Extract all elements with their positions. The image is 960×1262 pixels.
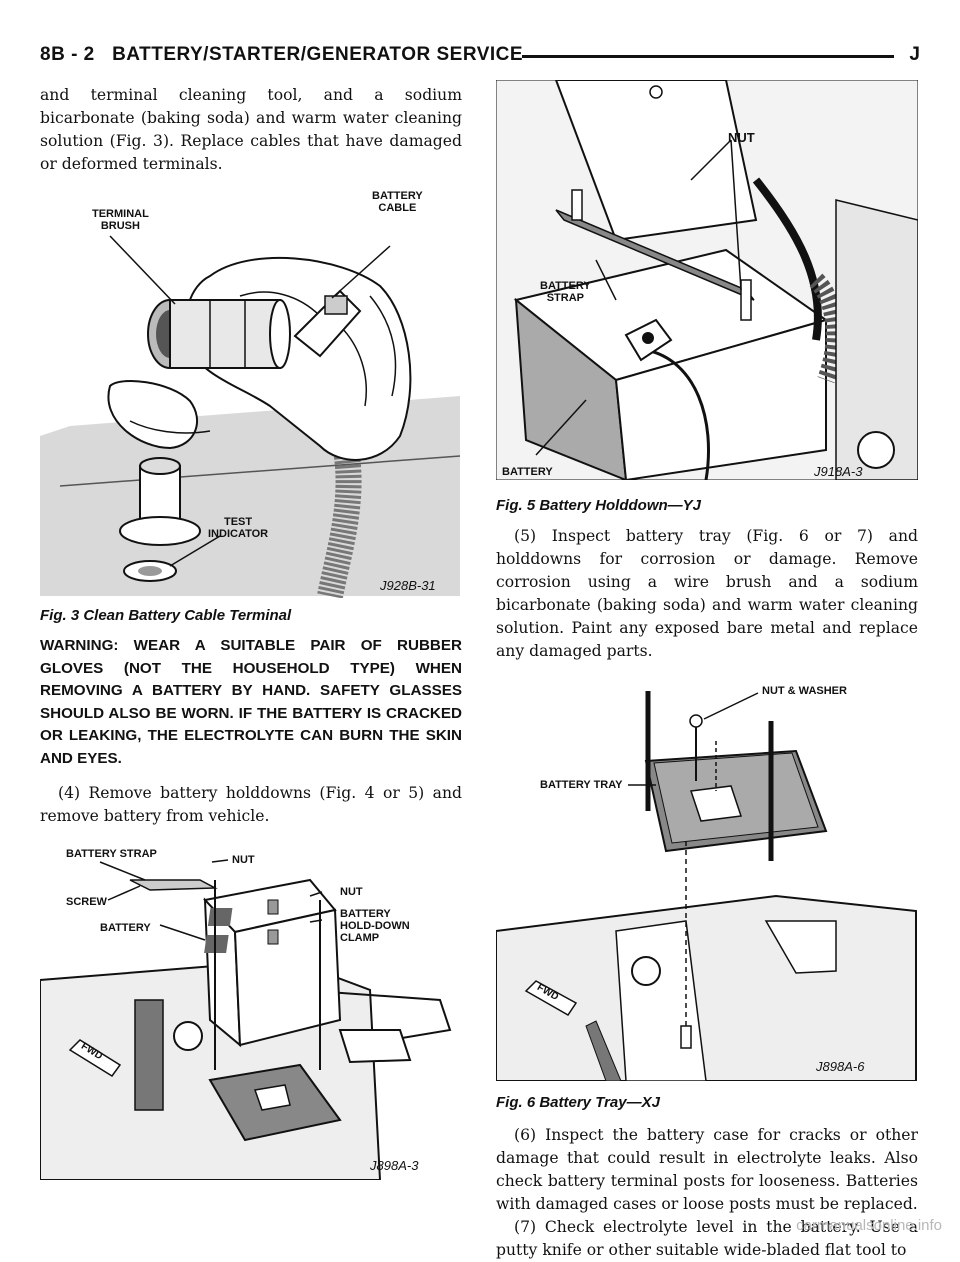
step-6: (6) Inspect the battery case for cracks …	[496, 1126, 918, 1213]
figure-3: TERMINAL BRUSH BATTERY CABLE TEST INDICA…	[40, 186, 462, 598]
fig4-code: J898A-3	[370, 1158, 419, 1173]
fig3-label-test-indicator: TEST INDICATOR	[208, 516, 269, 540]
fig4-label-nut-1: NUT	[232, 854, 255, 866]
fig6-caption: Fig. 6 Battery Tray—XJ	[496, 1094, 660, 1111]
fig5-code: J918A-3	[814, 464, 863, 479]
fig6-illustration	[496, 691, 917, 1081]
fig4-label-hold-down-clamp: BATTERY HOLD-DOWN CLAMP	[340, 908, 410, 944]
fig4-label-battery-strap: BATTERY STRAP	[66, 848, 157, 860]
figure-6: NUT & WASHER BATTERY TRAY FWD J898A-6	[496, 681, 918, 1081]
fig5-label-nut: NUT	[728, 130, 755, 145]
fig3-code: J928B-31	[380, 578, 436, 593]
fig3-label-terminal-brush: TERMINAL BRUSH	[92, 208, 149, 232]
fig5-label-battery: BATTERY	[502, 466, 553, 478]
edition-letter: J	[909, 44, 920, 65]
fig4-label-screw: SCREW	[66, 896, 107, 908]
fig3-label-battery-cable: BATTERY CABLE	[372, 190, 423, 214]
fig5-illustration	[496, 80, 918, 480]
section-title: 8B - 2 BATTERY/STARTER/GENERATOR SERVICE	[40, 44, 524, 65]
fig5-caption: Fig. 5 Battery Holddown—YJ	[496, 497, 702, 514]
figure-4: BATTERY STRAP SCREW BATTERY NUT NUT BATT…	[40, 840, 462, 1180]
left-column: and terminal cleaning tool, and a sodium…	[40, 84, 462, 1181]
fig4-label-battery: BATTERY	[100, 922, 151, 934]
fig6-code: J898A-6	[816, 1059, 865, 1074]
page-header: 8B - 2 BATTERY/STARTER/GENERATOR SERVICE…	[40, 44, 920, 74]
fig6-label-battery-tray: BATTERY TRAY	[540, 779, 623, 791]
intro-paragraph: and terminal cleaning tool, and a sodium…	[40, 86, 462, 173]
step-4: (4) Remove battery holddowns (Fig. 4 or …	[40, 784, 462, 825]
step-5: (5) Inspect battery tray (Fig. 6 or 7) a…	[496, 527, 918, 660]
figure-5: NUT BATTERY STRAP BATTERY J918A-3	[496, 80, 918, 480]
watermark: carmanualsonline.info	[796, 1217, 942, 1234]
fig4-label-nut-2: NUT	[340, 886, 363, 898]
fig4-illustration	[40, 859, 452, 1180]
fig3-illustration	[40, 235, 461, 598]
header-rule	[522, 55, 894, 58]
right-column: NUT BATTERY STRAP BATTERY J918A-3 Fig. 5…	[496, 80, 918, 1262]
fig5-label-battery-strap: BATTERY STRAP	[540, 280, 591, 304]
warning-paragraph: WARNING: WEAR A SUITABLE PAIR OF RUBBER …	[40, 637, 462, 767]
fig3-caption: Fig. 3 Clean Battery Cable Terminal	[40, 607, 292, 624]
fig6-label-nut-washer: NUT & WASHER	[762, 685, 847, 697]
